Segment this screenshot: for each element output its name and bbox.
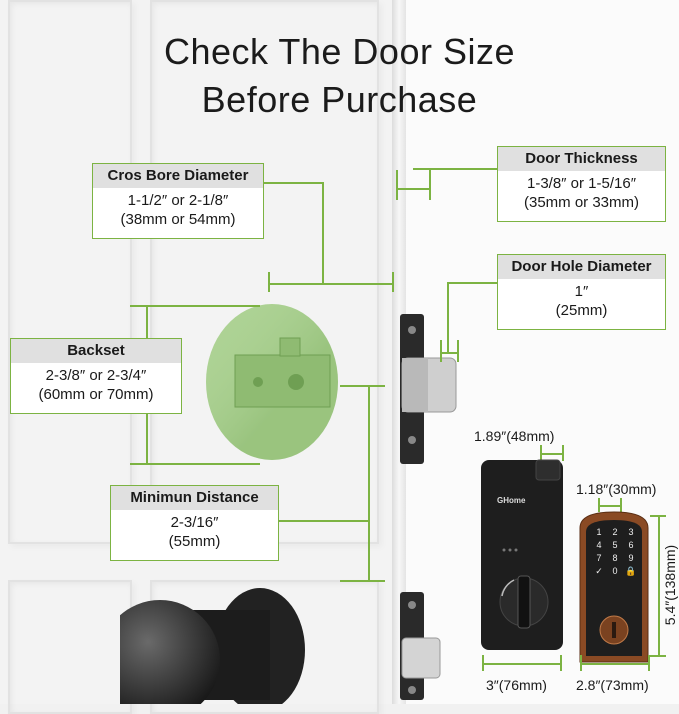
- guide-line: [447, 282, 449, 352]
- keypad-key[interactable]: 7: [596, 553, 602, 563]
- brand-logo: GHome: [497, 496, 526, 505]
- guide-line: [392, 272, 394, 292]
- keypad-key[interactable]: 8: [612, 553, 618, 563]
- door-hole-metric: (25mm): [555, 302, 608, 319]
- guide-line: [268, 272, 270, 292]
- interior-width-label: 1.89″(48mm): [474, 428, 555, 444]
- door-thickness-label: Door Thickness: [498, 147, 665, 171]
- keypad-key[interactable]: 9: [628, 553, 634, 563]
- guide-line: [457, 340, 459, 362]
- guide-line: [562, 445, 564, 461]
- interior-width-line: [540, 453, 562, 455]
- guide-line: [440, 340, 442, 362]
- exterior-keypad-unit: [579, 511, 649, 663]
- exterior-total-width-line: [580, 663, 648, 665]
- guide-line: [560, 655, 562, 671]
- keypad-key[interactable]: 🔒: [625, 566, 637, 576]
- door-hole-imperial: 1″: [574, 283, 589, 300]
- door-thickness-metric: (35mm or 33mm): [523, 194, 639, 211]
- backset-label: Backset: [11, 339, 181, 363]
- exterior-total-width-label: 2.8″(73mm): [576, 677, 649, 693]
- guide-line: [340, 385, 385, 387]
- door-hole-label: Door Hole Diameter: [498, 255, 665, 279]
- guide-line: [130, 305, 260, 307]
- cross-bore-dimension-line: [268, 283, 393, 285]
- backset-imperial: 2-3/8″ or 2-3/4″: [45, 367, 147, 384]
- keypad-key[interactable]: 0: [612, 566, 618, 576]
- keypad-key[interactable]: 2: [612, 527, 618, 537]
- page-title-line2: Before Purchase: [201, 79, 478, 120]
- exterior-width-line: [598, 505, 620, 507]
- latch-hardware: [400, 314, 457, 700]
- keypad-key[interactable]: ✓: [595, 566, 603, 576]
- door-knob: [120, 588, 305, 704]
- exterior-height-line: [658, 515, 660, 655]
- guide-line: [650, 655, 666, 657]
- guide-line: [447, 282, 497, 284]
- door-thickness-dimension-line: [396, 188, 430, 190]
- minimum-distance-box: Minimun Distance 2-3/16″ (55mm): [110, 485, 279, 561]
- door-thickness-imperial: 1-3/8″ or 1-5/16″: [526, 175, 636, 192]
- keypad-key[interactable]: 3: [628, 527, 634, 537]
- guide-line: [413, 168, 498, 170]
- interior-lock-unit: [481, 459, 563, 650]
- door-thickness-box: Door Thickness 1-3/8″ or 1-5/16″ (35mm o…: [497, 146, 666, 222]
- minimum-distance-metric: (55mm): [168, 533, 221, 550]
- interior-total-width-line: [482, 663, 560, 665]
- door-panel-lower-left: [8, 580, 132, 714]
- guide-line: [598, 498, 600, 512]
- guide-line: [482, 655, 484, 671]
- door-edge: [392, 0, 406, 704]
- guide-line: [260, 182, 322, 184]
- backset-box: Backset 2-3/8″ or 2-3/4″ (60mm or 70mm): [10, 338, 182, 414]
- min-distance-dimension-line: [368, 385, 370, 580]
- cross-bore-imperial: 1-1/2″ or 2-1/8″: [127, 192, 229, 209]
- keypad-grid: 1 2 3 4 5 6 7 8 9 ✓ 0 🔒: [592, 527, 638, 577]
- keypad-key[interactable]: 1: [596, 527, 602, 537]
- page-title-line1: Check The Door Size: [164, 31, 515, 72]
- cross-bore-box: Cros Bore Diameter 1-1/2″ or 2-1/8″ (38m…: [92, 163, 264, 239]
- guide-line: [278, 520, 368, 522]
- guide-line: [650, 515, 666, 517]
- door-panel-left: [8, 0, 132, 544]
- keypad-key[interactable]: 6: [628, 540, 634, 550]
- minimum-distance-imperial: 2-3/16″: [170, 514, 219, 531]
- cross-bore-illustration: [206, 304, 338, 460]
- door-hole-dimension-line: [440, 352, 457, 354]
- guide-line: [648, 655, 650, 671]
- guide-line: [620, 498, 622, 512]
- guide-line: [540, 445, 542, 461]
- interior-total-width-label: 3″(76mm): [486, 677, 547, 693]
- guide-line: [130, 463, 260, 465]
- backset-metric: (60mm or 70mm): [38, 386, 154, 403]
- guide-line: [322, 182, 324, 283]
- exterior-width-label: 1.18″(30mm): [576, 481, 657, 497]
- exterior-height-label: 5.4″(138mm): [662, 544, 678, 626]
- keypad-key[interactable]: 5: [612, 540, 618, 550]
- cross-bore-label: Cros Bore Diameter: [93, 164, 263, 188]
- guide-line: [580, 655, 582, 671]
- door-hole-box: Door Hole Diameter 1″ (25mm): [497, 254, 666, 330]
- minimum-distance-label: Minimun Distance: [111, 486, 278, 510]
- keypad-key[interactable]: 4: [596, 540, 602, 550]
- guide-line: [396, 170, 398, 200]
- guide-line: [429, 170, 431, 200]
- cross-bore-metric: (38mm or 54mm): [120, 211, 236, 228]
- guide-line: [340, 580, 385, 582]
